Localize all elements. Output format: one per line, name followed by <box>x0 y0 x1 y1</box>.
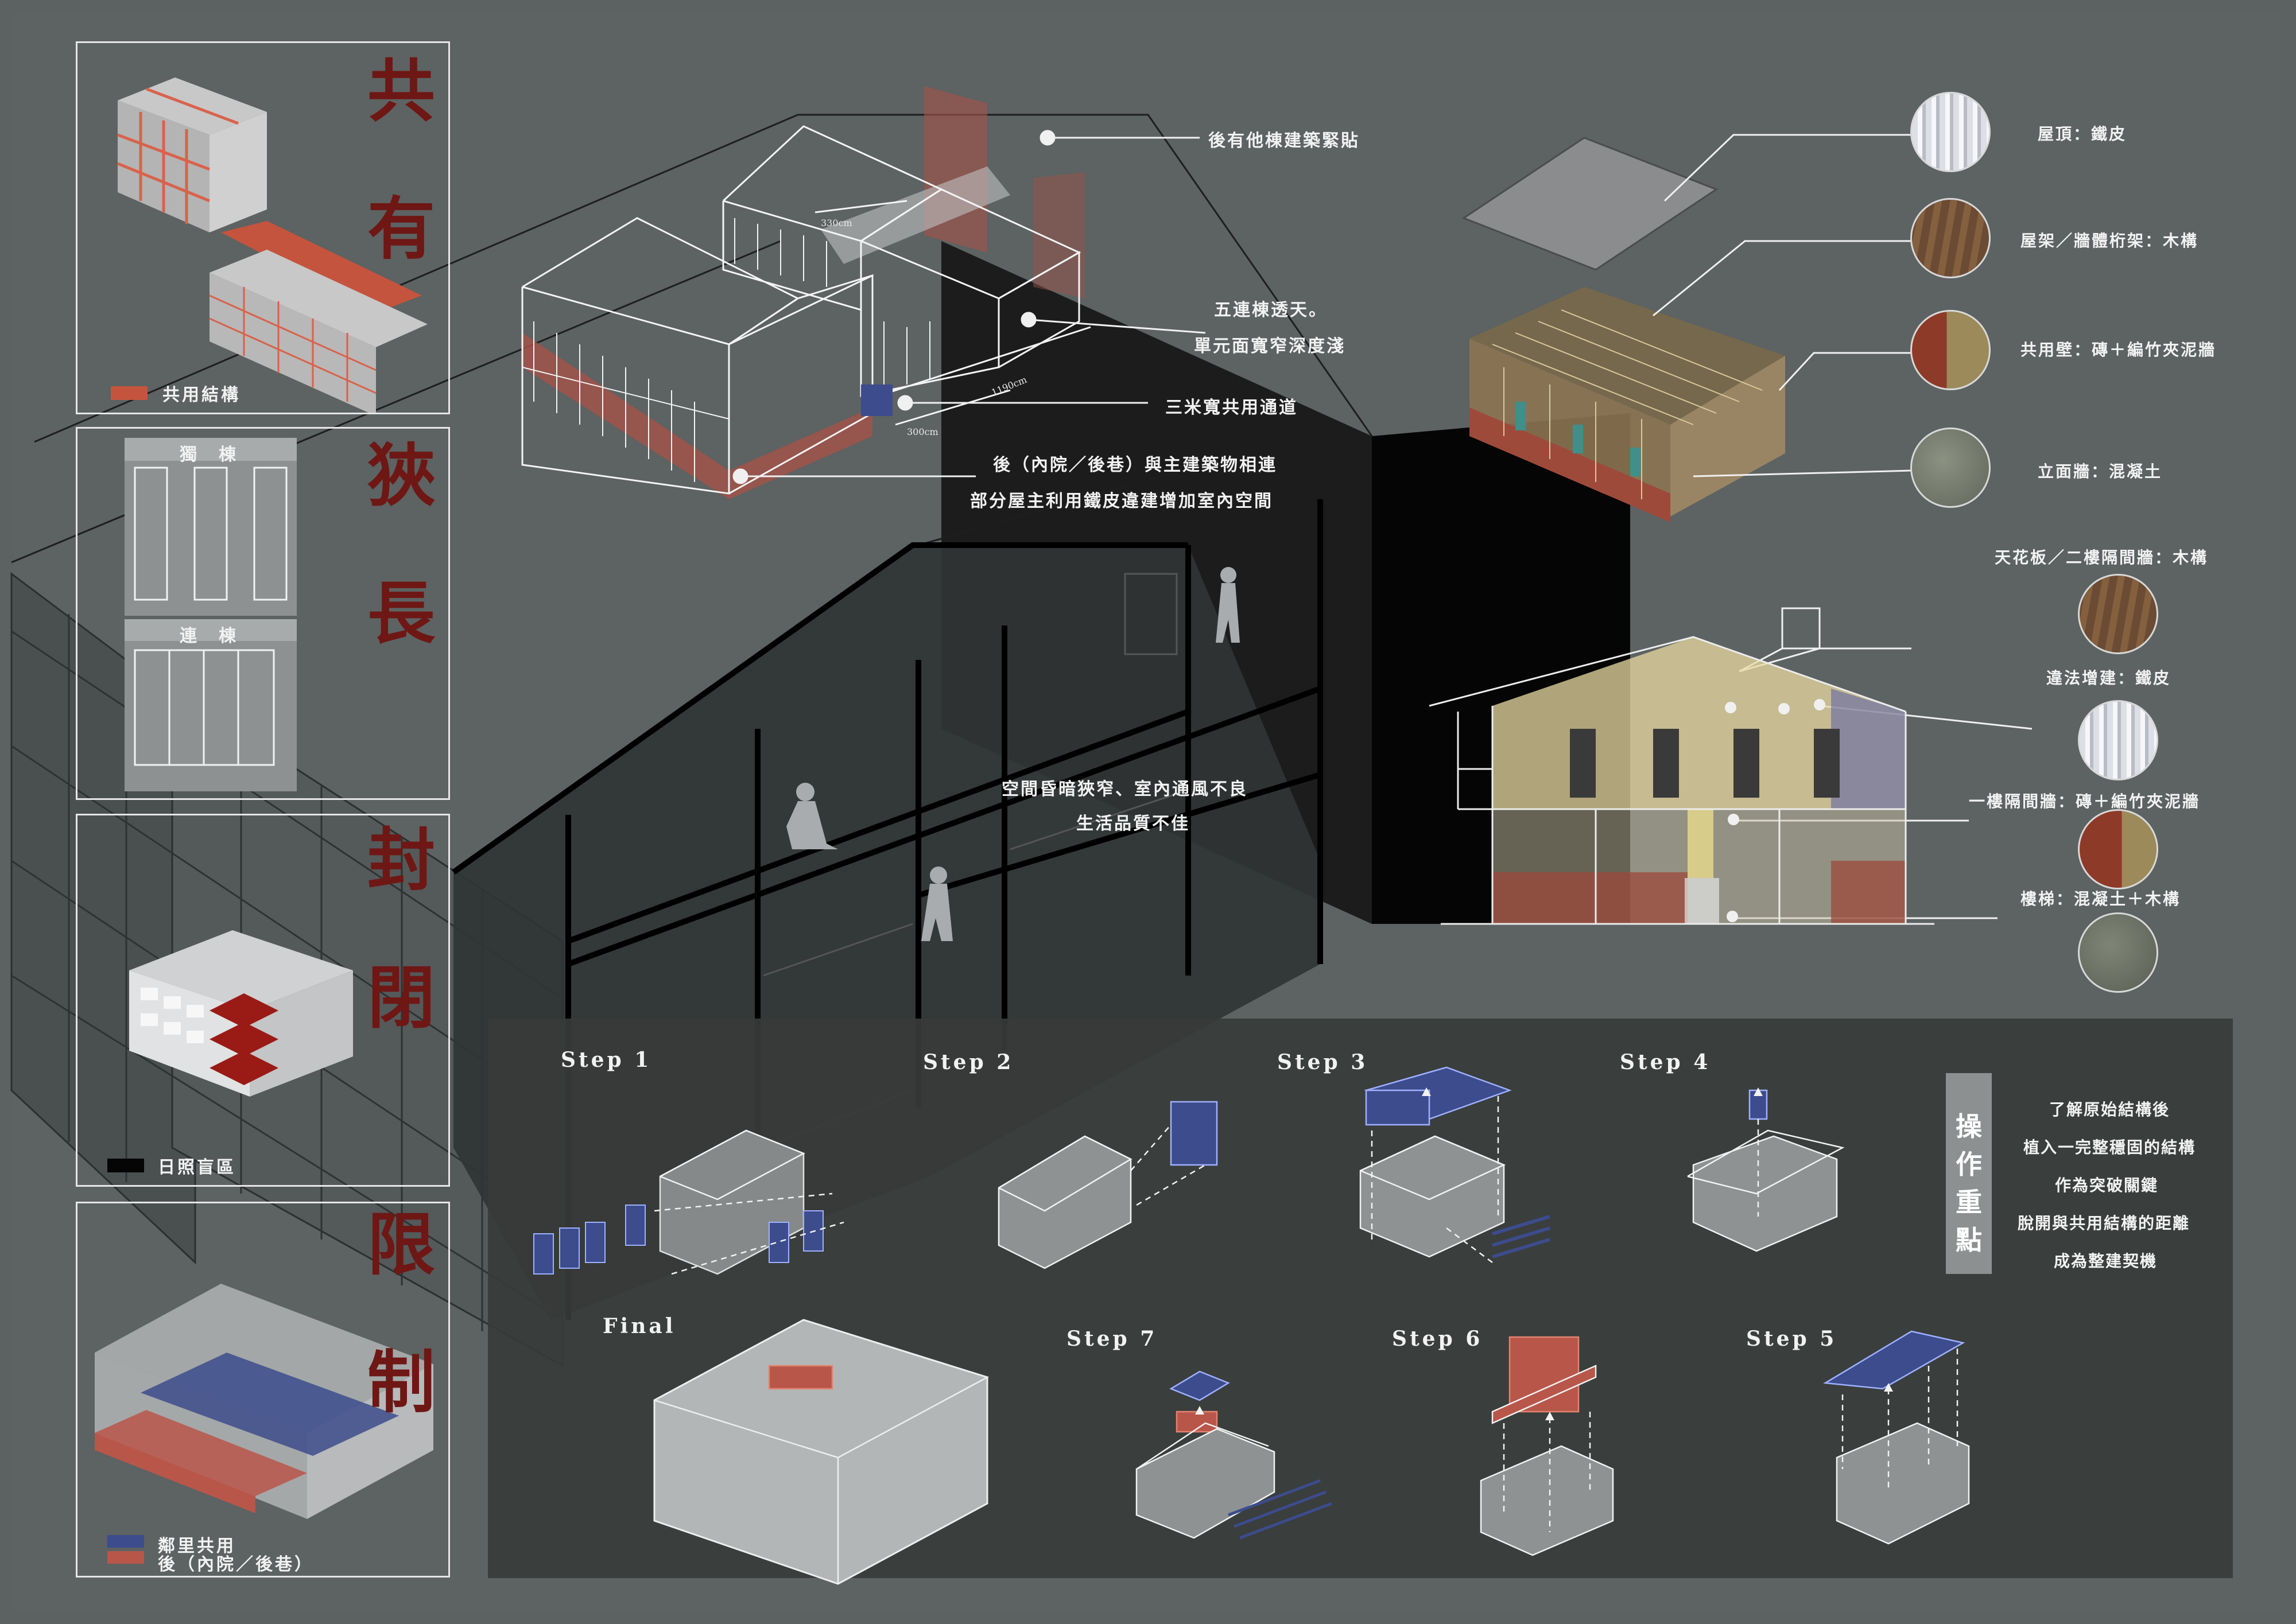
note-courtyard-a: 後（內院／後巷）與主建築物相連 <box>993 455 1277 475</box>
swatch-metal-addition <box>2078 700 2158 780</box>
material-facade: 立面牆：混凝土 <box>2038 462 2163 481</box>
title-char-8: 制 <box>367 1342 436 1422</box>
operation-line-4: 脫開與共用結構的距離 <box>2018 1214 2190 1233</box>
exploded-model <box>1461 137 1785 522</box>
material-ground-partition: 一樓隔間牆：磚＋編竹夾泥牆 <box>1969 792 2201 811</box>
swatch-metal-roof <box>1910 92 1991 172</box>
step-7-label: Step 7 <box>1066 1327 1158 1351</box>
material-roof: 屋頂：鐵皮 <box>2038 125 2127 143</box>
note-five-row-a: 五連棟透天。 <box>1214 300 1328 320</box>
label-single-building: 獨 棟 <box>180 445 238 465</box>
panel-shared-neighborhood: 鄰里共用 後（內院／後巷） <box>76 1202 450 1578</box>
panel-shared-structure: 共用結構 <box>76 41 450 416</box>
swatch-wood-ceiling <box>2078 574 2158 654</box>
title-char-6: 閉 <box>367 958 436 1038</box>
shared-structure-drawing <box>111 77 428 416</box>
operation-title-char-2: 作 <box>1956 1149 1982 1180</box>
operation-title-char-1: 操 <box>1956 1111 1982 1142</box>
note-five-row-b: 單元面寬窄深度淺 <box>1194 336 1345 356</box>
operation-title: 操 作 重 點 <box>1950 1108 1987 1259</box>
building-type-drawing <box>125 438 297 791</box>
panel-sunlight: 日照盲區 <box>76 814 450 1187</box>
step-6-label: Step 6 <box>1392 1327 1483 1351</box>
operation-line-2: 植入一完整穩固的結構 <box>2023 1138 2196 1157</box>
house-section <box>1429 636 1934 925</box>
step-2-label: Step 2 <box>923 1050 1014 1074</box>
note-dark-space-b: 生活品質不佳 <box>1076 814 1190 834</box>
step-4-label: Step 4 <box>1620 1050 1711 1074</box>
title-char-7: 限 <box>367 1205 436 1284</box>
annotation-leaders <box>732 130 1206 484</box>
swatch-brick-partition <box>2078 809 2158 889</box>
note-dark-space-a: 空間昏暗狹窄、室內通風不良 <box>1002 779 1248 799</box>
material-truss: 屋架／牆體桁架：木構 <box>2020 231 2199 250</box>
operation-line-3: 作為突破關鍵 <box>2055 1176 2159 1195</box>
dim-330: 330cm <box>821 217 852 228</box>
operation-line-5: 成為整建契機 <box>2054 1252 2158 1271</box>
top-isometric-house: 330cm 1190cm 300cm <box>521 86 1091 499</box>
swatch-stair-concrete <box>2078 912 2158 993</box>
operation-title-char-4: 點 <box>1956 1225 1982 1256</box>
step-1-label: Step 1 <box>561 1048 652 1072</box>
step-5-label: Step 5 <box>1746 1327 1837 1351</box>
operation-title-bg <box>1946 1073 1992 1274</box>
final-label: Final <box>603 1314 676 1338</box>
note-back-building: 後有他棟建築緊貼 <box>1208 131 1360 151</box>
title-char-2: 有 <box>367 189 436 269</box>
legend-back-courtyard: 後（內院／後巷） <box>158 1555 314 1575</box>
material-illegal-addition: 違法增建：鐵皮 <box>2046 669 2171 687</box>
material-stair: 樓梯：混凝土＋木構 <box>2020 889 2181 908</box>
legend-neighborhood-shared: 鄰里共用 <box>158 1536 236 1556</box>
title-char-4: 長 <box>367 573 436 653</box>
street-facade-background <box>10 572 564 1367</box>
note-courtyard-b: 部分屋主利用鐵皮違建增加室內空間 <box>970 491 1273 511</box>
material-ceiling: 天花板／二樓隔間牆：木構 <box>1995 548 2209 567</box>
title-char-5: 封 <box>367 820 436 900</box>
material-shared-wall: 共用壁：磚＋編竹夾泥牆 <box>2020 340 2217 359</box>
title-char-1: 共 <box>367 51 436 131</box>
operation-title-char-3: 重 <box>1956 1187 1982 1218</box>
operation-line-1: 了解原始結構後 <box>2049 1100 2170 1119</box>
shared-neighborhood-drawing <box>95 1284 433 1564</box>
swatch-wood-truss <box>1910 198 1991 278</box>
step-3-label: Step 3 <box>1277 1050 1368 1074</box>
panel-building-type: 獨 棟 連 棟 <box>76 427 450 800</box>
note-shared-passage: 三米寬共用通道 <box>1165 398 1298 418</box>
label-row-building: 連 棟 <box>180 626 238 646</box>
legend-sunlight-blind-zone: 日照盲區 <box>158 1157 236 1178</box>
sunlight-drawing <box>107 930 353 1172</box>
legend-shared-structure: 共用結構 <box>162 385 241 405</box>
dim-300: 300cm <box>907 426 938 437</box>
title-char-3: 狹 <box>367 436 436 515</box>
swatch-brick-wall <box>1910 310 1991 390</box>
swatch-concrete <box>1910 428 1991 508</box>
step-drawings <box>533 1066 1970 1585</box>
